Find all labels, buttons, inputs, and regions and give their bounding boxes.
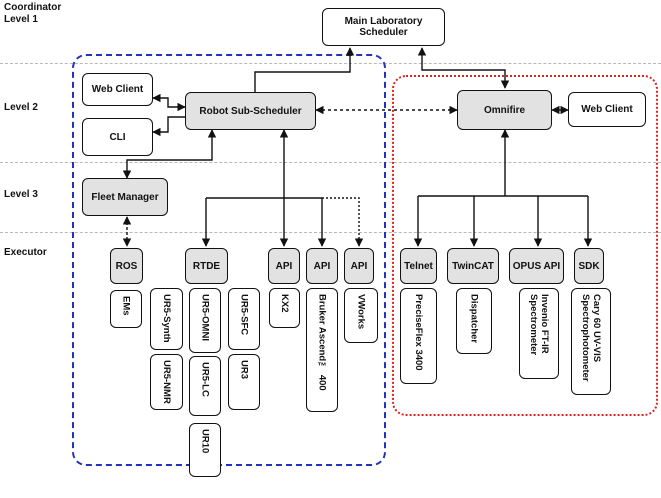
device-label: Dispatcher (468, 294, 480, 344)
fleet-manager: Fleet Manager (82, 178, 168, 216)
device-bruker-ascend: Bruker Ascend™ 400 (306, 288, 338, 412)
device-label: UR5-NMR (161, 360, 172, 404)
device-ur3: UR3 (228, 354, 260, 410)
interface-api-3: API (344, 248, 374, 284)
omnifire-node: Omnifire (457, 90, 552, 130)
level-label-executor: Executor (4, 247, 47, 258)
device-kx2: KX2 (269, 288, 300, 328)
device-label: VWorks (355, 294, 367, 330)
device-ur10: UR10 (189, 423, 221, 477)
device-dispatcher: Dispatcher (456, 288, 492, 354)
device-ur5-sfc: UR5-SFC (228, 288, 260, 350)
device-ur5-synth: UR5-Synth (150, 288, 183, 350)
device-label: UR5-LC (199, 362, 211, 397)
interface-sdk: SDK (574, 248, 604, 284)
device-label: UR5-Synth (161, 294, 172, 343)
level-separator (0, 63, 661, 64)
device-invenio: Invenio FT-IR Spectrometer (519, 288, 559, 379)
device-ur5-omni: UR5-OMNI (189, 288, 221, 353)
device-vworks: VWorks (344, 288, 378, 343)
robot-sub-scheduler: Robot Sub-Scheduler (185, 92, 316, 130)
level-label-level3: Level 3 (4, 189, 38, 200)
device-preciseflex: PreciseFlex 3400 (400, 288, 437, 384)
device-cary-60: Cary 60 UV-VIS Spectrophotometer (571, 288, 611, 395)
level-label-coordinator: Coordinator Level 1 (4, 2, 62, 25)
device-label: Invenio FT-IR Spectrometer (528, 294, 550, 356)
device-ems: EMs (110, 290, 142, 328)
interface-opus-api: OPUS API (509, 248, 564, 284)
device-label: Bruker Ascend™ 400 (316, 294, 328, 391)
web-client-right: Web Client (568, 92, 646, 127)
level-label-level2: Level 2 (4, 102, 38, 113)
interface-ros: ROS (110, 248, 143, 284)
device-label: UR5-SFC (238, 294, 250, 336)
device-label: UR10 (199, 429, 211, 454)
device-ur5-lc: UR5-LC (189, 356, 221, 416)
device-label: PreciseFlex 3400 (413, 294, 424, 371)
interface-rtde: RTDE (185, 248, 228, 284)
interface-telnet: Telnet (400, 248, 437, 284)
cli-node: CLI (82, 118, 153, 156)
interface-api-2: API (306, 248, 338, 284)
device-label: Cary 60 UV-VIS Spectrophotometer (580, 294, 602, 382)
robot-region (72, 54, 386, 466)
omnifire-region (392, 75, 658, 416)
web-client-left: Web Client (82, 73, 153, 106)
device-label: UR3 (238, 360, 250, 380)
device-label: UR5-OMNI (199, 294, 211, 341)
level-separator (0, 162, 661, 163)
device-ur5-nmr: UR5-NMR (150, 354, 183, 410)
level-separator (0, 232, 661, 233)
interface-twincat: TwinCAT (447, 248, 499, 284)
interface-api-1: API (268, 248, 300, 284)
device-label: KX2 (279, 294, 290, 313)
main-laboratory-scheduler: Main Laboratory Scheduler (322, 8, 445, 46)
device-label: EMs (120, 296, 132, 316)
